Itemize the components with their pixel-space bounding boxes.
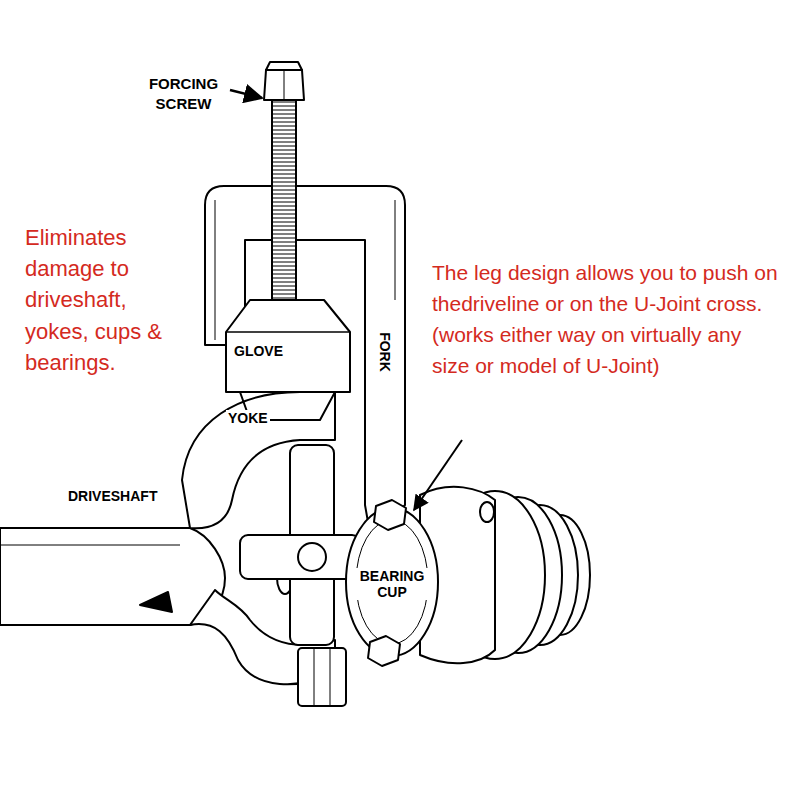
part-name: YOKE (226, 410, 270, 427)
part-name: FORK (377, 332, 394, 372)
u-joint-cross (240, 445, 360, 645)
bottom-bolt (298, 648, 346, 706)
feature-note: Eliminates damage to driveshaft, yokes, … (25, 222, 173, 378)
leader-line (230, 90, 262, 98)
part-name: GLOVE (232, 343, 285, 360)
bearing-cup (346, 500, 438, 666)
part-name: FORCING SCREW (136, 74, 231, 113)
fork (205, 186, 405, 522)
glove (226, 300, 350, 420)
forcing-screw (264, 62, 304, 305)
part-name: BEARING CUP (353, 568, 431, 600)
feature-note: The leg design allows you to push on the… (432, 257, 782, 381)
leader-line (414, 440, 462, 510)
driveshaft-tube (0, 528, 225, 625)
part-name: DRIVESHAFT (68, 488, 157, 505)
right-shaft (420, 487, 590, 663)
